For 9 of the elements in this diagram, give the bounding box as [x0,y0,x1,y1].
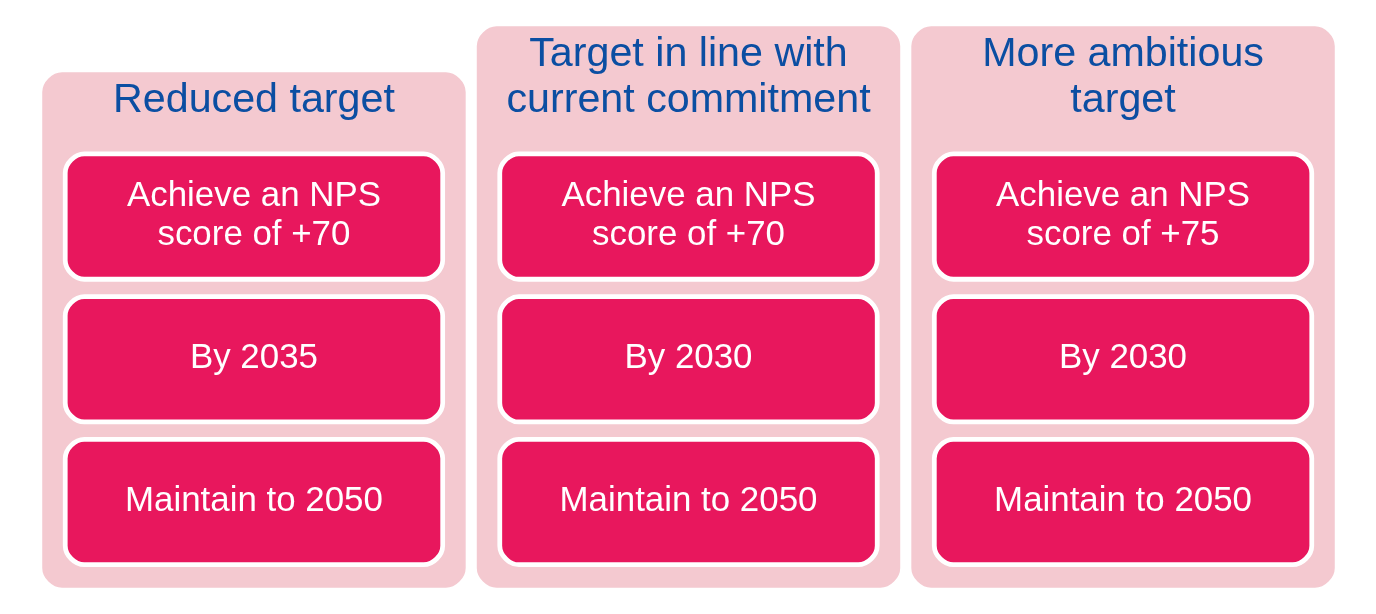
node-box: By 2030 [931,294,1314,425]
node-box: Maintain to 2050 [931,437,1314,568]
node-box: Achieve an NPS score of +75 [931,151,1314,282]
node-box: By 2030 [496,294,880,425]
node-box: By 2035 [62,294,445,425]
node-box: Achieve an NPS score of +70 [496,151,880,282]
node-box: Achieve an NPS score of +70 [62,151,445,282]
node-box: Maintain to 2050 [496,437,880,568]
node-box: Maintain to 2050 [62,437,445,568]
